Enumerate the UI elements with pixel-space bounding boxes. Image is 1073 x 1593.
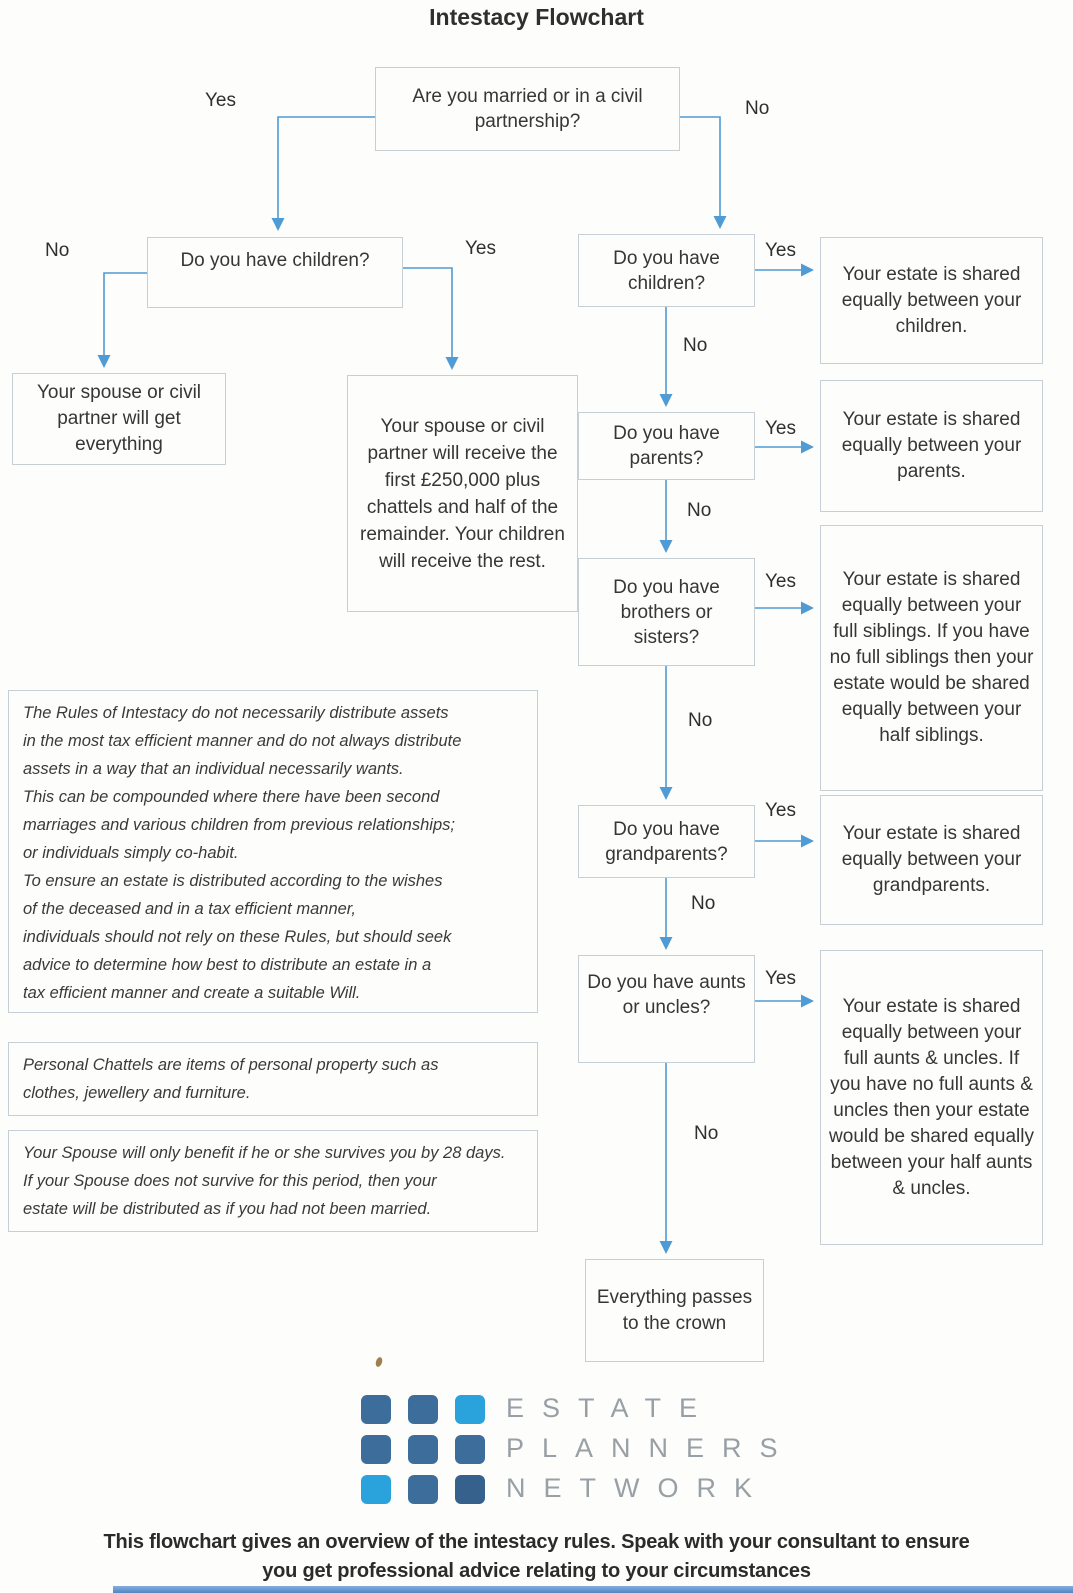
label-siblings-yes: Yes: [765, 571, 796, 592]
outcome-box-estate-parents: Your estate is shared equally between yo…: [820, 380, 1043, 512]
question-box-children-married: Do you have children?: [147, 237, 403, 308]
logo-square: [455, 1475, 485, 1504]
scan-edge-strip: [113, 1586, 1073, 1593]
logo-squares-grid: [361, 1395, 485, 1504]
note-rules-of-intestacy: The Rules of Intestacy do not necessaril…: [8, 690, 538, 1013]
page-title: Intestacy Flowchart: [429, 4, 644, 30]
question-box-parents: Do you have parents?: [578, 412, 755, 480]
label-married-no: No: [745, 98, 770, 119]
logo-text-network: NETWORK: [506, 1473, 770, 1503]
question-box-grandparents: Do you have grandparents?: [578, 805, 755, 878]
outcome-box-crown: Everything passes to the crown: [585, 1259, 764, 1362]
label-children-married-yes: Yes: [465, 238, 496, 259]
logo-square: [361, 1395, 391, 1424]
label-aunts-uncles-yes: Yes: [765, 968, 796, 989]
logo-square: [455, 1395, 485, 1424]
footer-disclaimer: This flowchart gives an overview of the …: [103, 1531, 970, 1582]
label-children-married-no: No: [45, 240, 70, 261]
label-aunts-uncles-no: No: [694, 1123, 719, 1144]
label-siblings-no: No: [688, 710, 713, 731]
outcome-box-estate-grandparents: Your estate is shared equally between yo…: [820, 795, 1043, 925]
label-grandparents-yes: Yes: [765, 800, 796, 821]
logo-text-planners: PLANNERS: [506, 1433, 796, 1463]
label-parents-no: No: [687, 500, 712, 521]
logo-square: [361, 1475, 391, 1504]
logo-square: [408, 1475, 438, 1504]
question-box-children-unmarried: Do you have children?: [578, 234, 755, 307]
logo-square: [408, 1395, 438, 1424]
outcome-box-spouse-first-250k: Your spouse or civil partner will receiv…: [347, 375, 578, 612]
label-parents-yes: Yes: [765, 418, 796, 439]
note-spouse-28-days: Your Spouse will only benefit if he or s…: [8, 1130, 538, 1232]
label-children-unmarried-no: No: [683, 335, 708, 356]
outcome-box-estate-children: Your estate is shared equally between yo…: [820, 237, 1043, 364]
label-children-unmarried-yes: Yes: [765, 240, 796, 261]
label-grandparents-no: No: [691, 893, 716, 914]
outcome-box-estate-aunts-uncles: Your estate is shared equally between yo…: [820, 950, 1043, 1245]
logo-square: [361, 1435, 391, 1464]
logo-text-estate: ESTATE: [506, 1393, 716, 1423]
outcome-box-estate-siblings: Your estate is shared equally between yo…: [820, 525, 1043, 791]
question-box-married: Are you married or in a civil partnershi…: [375, 67, 680, 151]
logo-square: [408, 1435, 438, 1464]
outcome-box-spouse-everything: Your spouse or civil partner will get ev…: [12, 373, 226, 465]
label-married-yes: Yes: [205, 90, 236, 111]
question-box-siblings: Do you have brothers or sisters?: [578, 558, 755, 666]
note-personal-chattels: Personal Chattels are items of personal …: [8, 1042, 538, 1116]
question-box-aunts-uncles: Do you have aunts or uncles?: [578, 955, 755, 1063]
logo-square: [455, 1435, 485, 1464]
